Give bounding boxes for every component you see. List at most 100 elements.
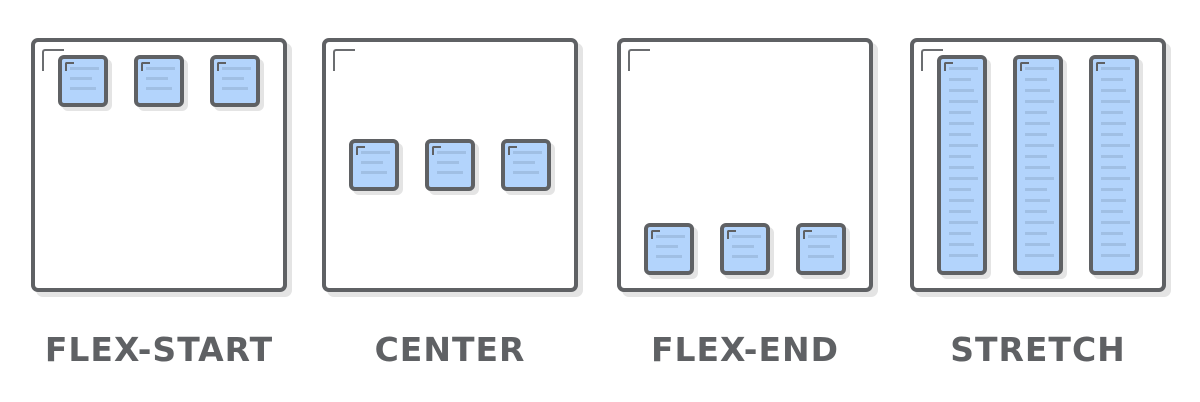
text-line [949, 155, 971, 158]
text-line [808, 235, 837, 238]
text-line [949, 78, 971, 81]
text-line [1101, 232, 1123, 235]
corner-mark-icon [42, 49, 64, 71]
text-line [949, 177, 978, 180]
flex-item [1089, 55, 1139, 275]
text-line [361, 151, 390, 154]
text-line [1101, 221, 1130, 224]
text-line [1101, 166, 1126, 169]
flex-container [322, 38, 578, 292]
text-line [1101, 122, 1126, 125]
text-line [732, 255, 758, 258]
text-line [1101, 188, 1123, 191]
corner-mark-icon [333, 49, 355, 71]
text-line [1025, 221, 1054, 224]
text-line [808, 245, 830, 248]
text-line [1101, 100, 1130, 103]
text-line [70, 87, 96, 90]
text-line [1025, 67, 1054, 70]
text-line [949, 133, 971, 136]
text-line [949, 210, 971, 213]
flex-item [644, 223, 694, 275]
corner-mark-icon [508, 146, 517, 155]
text-line [949, 254, 978, 257]
text-line [732, 245, 754, 248]
text-line [1025, 144, 1054, 147]
text-line [1025, 199, 1050, 202]
flex-item [720, 223, 770, 275]
text-line [949, 221, 978, 224]
corner-mark-icon [727, 230, 736, 239]
text-line [361, 161, 383, 164]
text-line [1101, 199, 1126, 202]
text-line [949, 243, 974, 246]
text-line [949, 232, 971, 235]
flex-item [1013, 55, 1063, 275]
text-line [1025, 177, 1054, 180]
text-line [1025, 133, 1047, 136]
corner-mark-icon [651, 230, 660, 239]
text-line [1101, 243, 1126, 246]
text-line [146, 67, 175, 70]
text-line [949, 111, 971, 114]
panel-center [322, 38, 578, 292]
text-line [1025, 210, 1047, 213]
text-line [949, 188, 971, 191]
text-line [1101, 111, 1123, 114]
text-line [1101, 78, 1123, 81]
flex-item [796, 223, 846, 275]
text-line [437, 161, 459, 164]
corner-mark-icon [628, 49, 650, 71]
flex-container [31, 38, 287, 292]
text-line [513, 151, 542, 154]
text-line [222, 77, 244, 80]
text-line [732, 235, 761, 238]
corner-mark-icon [1020, 62, 1029, 71]
text-line [513, 161, 535, 164]
text-line [1025, 254, 1054, 257]
text-line [1101, 133, 1123, 136]
text-line [656, 255, 682, 258]
flex-item [134, 55, 184, 107]
text-line [949, 144, 978, 147]
text-line [146, 87, 172, 90]
corner-mark-icon [356, 146, 365, 155]
text-line [949, 199, 974, 202]
text-line [70, 67, 99, 70]
text-line [1025, 100, 1054, 103]
panel-stretch [910, 38, 1166, 292]
panel-flex-start [31, 38, 287, 292]
text-line [1025, 232, 1047, 235]
label-stretch: STRETCH [950, 330, 1126, 369]
corner-mark-icon [217, 62, 226, 71]
text-line [1101, 254, 1130, 257]
text-line [1025, 78, 1047, 81]
text-line [513, 171, 539, 174]
text-line [437, 151, 466, 154]
text-line [1101, 144, 1130, 147]
text-line [146, 77, 168, 80]
corner-mark-icon [921, 49, 943, 71]
corner-mark-icon [803, 230, 812, 239]
flex-item [210, 55, 260, 107]
panel-flex-end [617, 38, 873, 292]
text-line [949, 166, 974, 169]
text-line [222, 87, 248, 90]
text-line [1025, 155, 1047, 158]
text-line [361, 171, 387, 174]
text-line [1101, 67, 1130, 70]
text-line [1101, 155, 1123, 158]
text-line [1101, 210, 1123, 213]
text-line [1101, 89, 1126, 92]
text-line [949, 67, 978, 70]
text-line [656, 235, 685, 238]
flex-item [58, 55, 108, 107]
corner-mark-icon [141, 62, 150, 71]
text-line [949, 100, 978, 103]
text-line [70, 77, 92, 80]
text-line [1025, 166, 1050, 169]
text-line [222, 67, 251, 70]
text-line [1025, 89, 1050, 92]
text-line [1025, 122, 1050, 125]
corner-mark-icon [1096, 62, 1105, 71]
